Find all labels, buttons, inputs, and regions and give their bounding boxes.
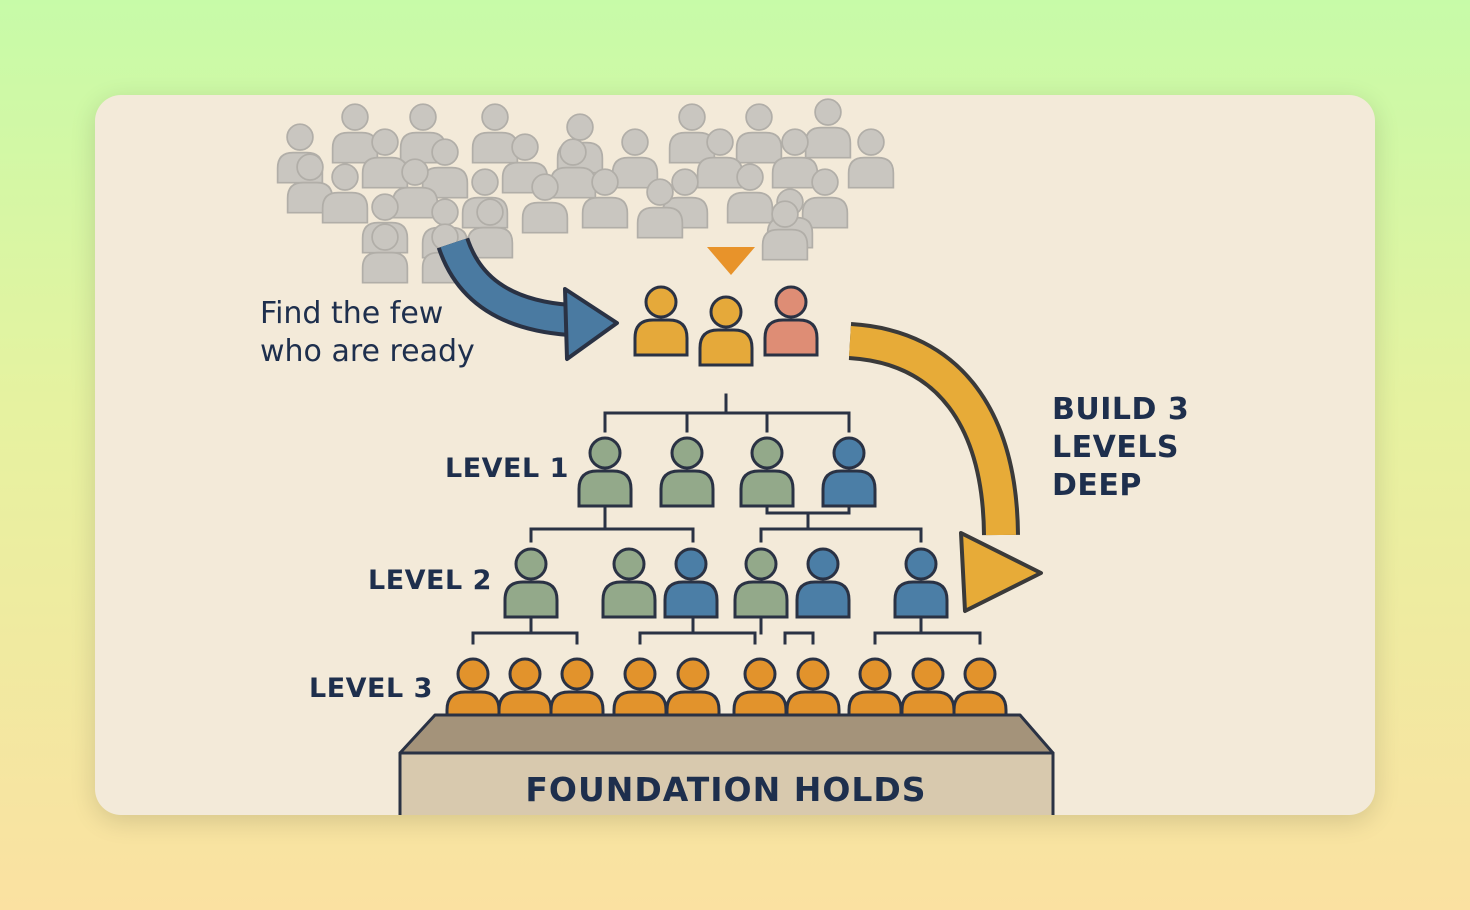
- crowd-person: [331, 103, 379, 164]
- level-1-person-4: [821, 436, 877, 508]
- leaders-group: [633, 285, 819, 367]
- crowd-person: [611, 128, 659, 189]
- find-arrow: [436, 237, 619, 361]
- foundation-box: [398, 713, 1055, 815]
- connector-line: [759, 603, 815, 645]
- find-label-line2: who are ready: [260, 334, 475, 369]
- connector-line: [873, 603, 982, 645]
- build-label-line1: BUILD 3: [1052, 392, 1190, 427]
- connector-line: [471, 603, 579, 645]
- level-2-person-4: [733, 547, 789, 619]
- level-2-person-5: [795, 547, 851, 619]
- connector-line: [529, 493, 695, 543]
- level-1-person-3: [739, 436, 795, 508]
- selection-marker: [707, 247, 755, 275]
- level-1-label: LEVEL 1: [445, 453, 569, 484]
- crowd-person: [668, 103, 716, 164]
- level-2-person-3: [663, 547, 719, 619]
- foundation-label: FOUNDATION HOLDS: [525, 770, 927, 809]
- level-2-person-6: [893, 547, 949, 619]
- level-2-label: LEVEL 2: [368, 565, 492, 596]
- find-label-line1: Find the few: [260, 296, 444, 331]
- level-2-person-2: [601, 547, 657, 619]
- leader-left: [633, 285, 689, 357]
- build-arrow: [848, 322, 1043, 613]
- level-1-person-2: [659, 436, 715, 508]
- crowd-person: [471, 103, 519, 164]
- level-1-person-1: [577, 436, 633, 508]
- level-3-label: LEVEL 3: [309, 673, 433, 704]
- crowd-group: [276, 98, 895, 284]
- crowd-person: [804, 98, 852, 159]
- crowd-person: [847, 128, 895, 189]
- crowd-person: [321, 163, 369, 224]
- build-label-line3: DEEP: [1052, 468, 1142, 503]
- build-label-line2: LEVELS: [1052, 430, 1180, 465]
- connector-line: [638, 603, 757, 645]
- leader-right: [763, 285, 819, 357]
- level-2-person-1: [503, 547, 559, 619]
- diagram-canvas: [276, 98, 1055, 815]
- find-label: Find the few who are ready: [260, 295, 475, 371]
- diagram-card: Find the few who are ready LEVEL 1 LEVEL…: [95, 95, 1375, 815]
- crowd-person: [735, 103, 783, 164]
- build-label: BUILD 3 LEVELS DEEP: [1052, 391, 1189, 505]
- leader-center: [698, 295, 754, 367]
